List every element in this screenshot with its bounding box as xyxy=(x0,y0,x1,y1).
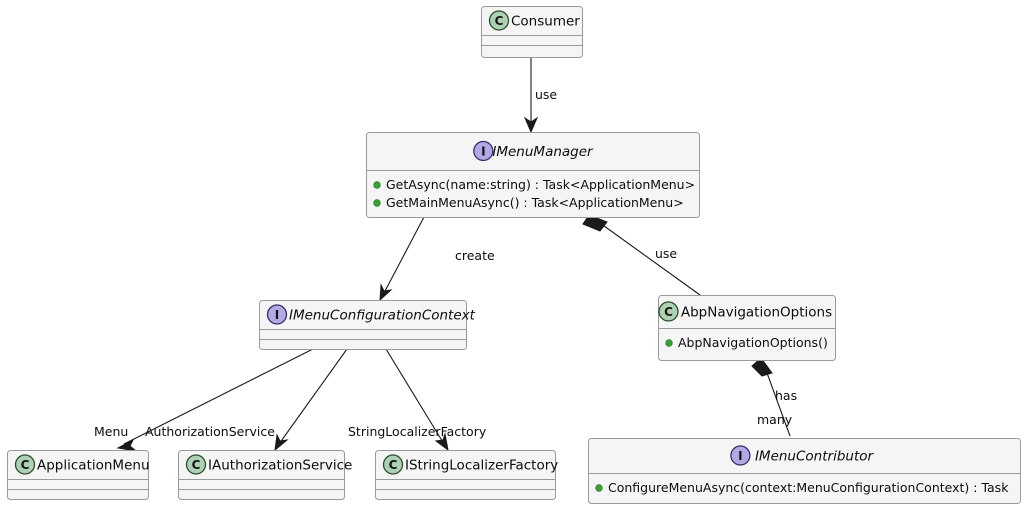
icon-letter: C xyxy=(21,458,30,472)
edge-imenuconfigurationcontext-to-iauthorizationservice: AuthorizationService xyxy=(145,348,348,452)
diamond-marker xyxy=(751,357,773,377)
node-frame xyxy=(178,450,345,500)
edge-label: AuthorizationService xyxy=(145,424,275,439)
member-visibility-dot xyxy=(665,339,673,347)
diamond-marker xyxy=(582,214,608,232)
member-visibility-dot xyxy=(595,484,603,492)
node-frame xyxy=(259,300,467,350)
arrowhead-marker xyxy=(116,438,138,452)
member-label: GetMainMenuAsync() : Task<ApplicationMen… xyxy=(386,195,684,210)
icon-letter: C xyxy=(389,458,398,472)
interface-icon xyxy=(266,304,288,325)
class-icon xyxy=(488,10,510,31)
edge-consumer-to-imenumanager: use xyxy=(523,57,557,134)
edge-label: create xyxy=(455,248,495,263)
member-label: GetAsync(name:string) : Task<Application… xyxy=(386,177,695,192)
node-title: IMenuManager xyxy=(492,144,594,160)
edge-imenuconfigurationcontext-to-istringlocalizerfactory: StringLocalizerFactory xyxy=(348,348,487,452)
member-visibility-dot xyxy=(373,199,381,207)
node-title: Consumer xyxy=(511,14,580,30)
edge-line xyxy=(385,348,445,445)
edge-label: use xyxy=(655,246,677,261)
uml-node-iauthorizationservice[interactable]: C IAuthorizationService xyxy=(178,450,353,500)
edge-line xyxy=(383,216,425,294)
node-frame xyxy=(7,450,149,500)
edge-label: StringLocalizerFactory xyxy=(348,424,487,439)
edge-imenucontributor-to-abpnavigationoptions: has many xyxy=(751,357,797,437)
node-frame xyxy=(588,438,1021,504)
node-frame xyxy=(366,132,700,218)
edge-imenumanager-to-imenuconfigurationcontext: create xyxy=(379,216,495,302)
member-visibility-dot xyxy=(373,181,381,189)
member-label: ConfigureMenuAsync(context:MenuConfigura… xyxy=(608,480,1009,495)
uml-node-imenucontributor[interactable]: I IMenuContributorConfigureMenuAsync(cont… xyxy=(588,438,1021,504)
arrowhead-marker xyxy=(274,433,289,452)
uml-node-imenuconfigurationcontext[interactable]: I IMenuConfigurationContext xyxy=(259,300,476,350)
arrowhead-marker xyxy=(523,116,539,134)
icon-letter: I xyxy=(738,449,742,463)
icon-letter: C xyxy=(495,14,504,28)
interface-icon xyxy=(473,140,494,162)
arrowhead-marker xyxy=(379,283,393,302)
icon-letter: C xyxy=(192,458,201,472)
uml-node-applicationmenu[interactable]: C ApplicationMenu xyxy=(7,450,150,500)
node-frame xyxy=(375,450,556,500)
edge-label: Menu xyxy=(94,424,128,439)
class-icon xyxy=(185,454,207,475)
uml-node-istringlocalizerfactory[interactable]: C IStringLocalizerFactory xyxy=(375,450,559,500)
icon-letter: I xyxy=(275,308,279,322)
edge-abpnavigationoptions-to-imenumanager: use xyxy=(582,214,701,296)
member-label: AbpNavigationOptions() xyxy=(678,335,828,350)
uml-node-consumer[interactable]: C Consumer xyxy=(481,6,583,58)
icon-letter: I xyxy=(481,145,485,159)
class-icon xyxy=(14,454,36,475)
node-title: IMenuContributor xyxy=(755,449,875,465)
node-title: ApplicationMenu xyxy=(37,458,150,474)
edge-label-secondary: many xyxy=(757,412,793,427)
icon-letter: C xyxy=(664,305,673,319)
node-title: IAuthorizationService xyxy=(208,458,352,474)
edge-line xyxy=(592,217,701,296)
node-title: AbpNavigationOptions xyxy=(681,305,832,321)
edge-line xyxy=(123,348,314,445)
arrowhead-marker xyxy=(434,432,449,452)
edge-line xyxy=(278,348,348,445)
uml-node-abpnavigationoptions[interactable]: C AbpNavigationOptionsAbpNavigationOption… xyxy=(658,295,836,361)
interface-icon xyxy=(730,445,751,466)
edge-label: use xyxy=(535,87,557,102)
class-icon xyxy=(658,301,679,322)
class-icon xyxy=(382,454,404,475)
node-title: IStringLocalizerFactory xyxy=(405,458,558,474)
edge-label: has xyxy=(775,388,797,403)
node-title: IMenuConfigurationContext xyxy=(289,308,476,324)
